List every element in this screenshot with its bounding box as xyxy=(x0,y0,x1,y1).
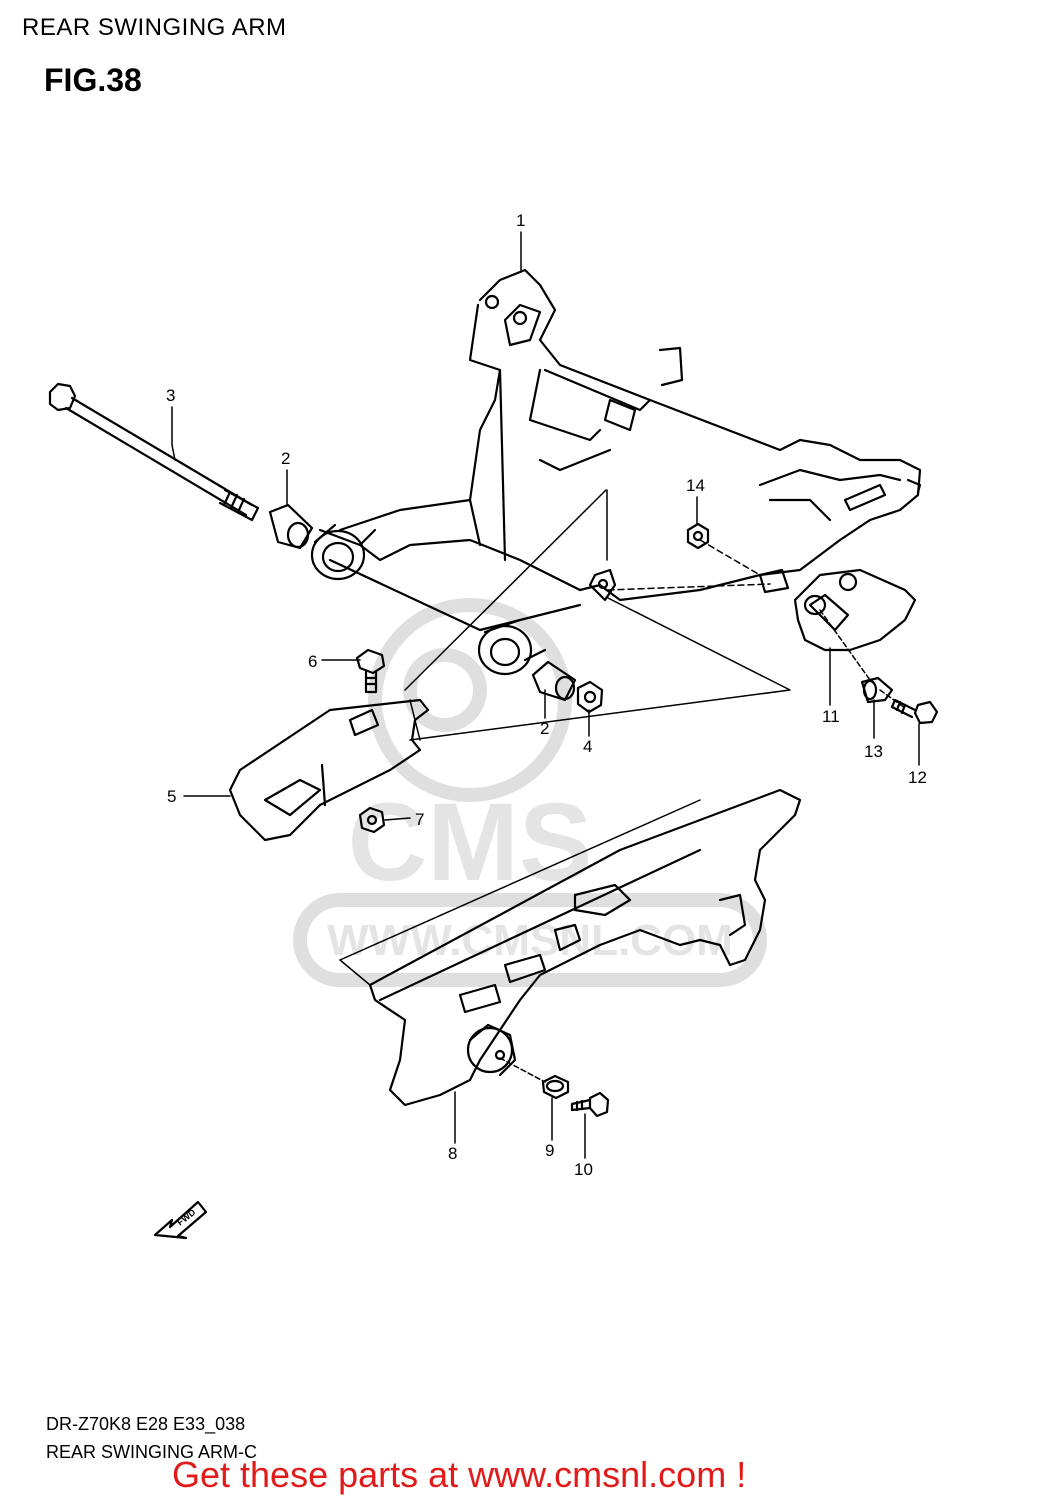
callout-3: 3 xyxy=(166,386,175,405)
model-code: DR-Z70K8 E28 E33_038 xyxy=(46,1414,246,1434)
chain-adjuster xyxy=(758,568,917,652)
fwd-arrow-icon xyxy=(153,1200,208,1240)
watermark-logo: CMS xyxy=(348,781,592,904)
chain-slider xyxy=(228,698,430,842)
leader-lines xyxy=(171,231,920,1159)
bolt xyxy=(890,698,939,725)
callout-9: 9 xyxy=(545,1141,554,1160)
callout-5: 5 xyxy=(167,787,176,806)
swing-arm xyxy=(318,268,922,632)
callout-2-lower: 2 xyxy=(540,719,549,738)
promo-link[interactable]: Get these parts at www.cmsnl.com ! xyxy=(172,1454,747,1495)
bolt xyxy=(355,648,386,694)
callout-2-upper: 2 xyxy=(281,449,290,468)
collar xyxy=(541,1074,570,1100)
callout-10: 10 xyxy=(574,1160,593,1179)
figure-number: FIG.38 xyxy=(44,62,142,98)
pivot-sleeve xyxy=(310,523,377,581)
chain-case xyxy=(368,788,802,1107)
page-title: REAR SWINGING ARM xyxy=(22,14,287,41)
rear-sleeve xyxy=(477,618,547,676)
callout-11: 11 xyxy=(822,707,840,726)
callouts: 1 2 3 14 6 2 4 11 13 12 5 7 8 9 10 xyxy=(166,211,927,1179)
bushing xyxy=(531,660,577,702)
figure-caption: REAR SWINGING ARM-C xyxy=(46,1442,258,1462)
callout-1: 1 xyxy=(516,211,525,230)
callout-6: 6 xyxy=(308,652,317,671)
callout-12: 12 xyxy=(908,768,927,787)
bolt xyxy=(570,1091,610,1118)
callout-14: 14 xyxy=(686,476,705,495)
spacer xyxy=(860,676,894,704)
callout-8: 8 xyxy=(448,1144,457,1163)
callout-7: 7 xyxy=(415,810,424,829)
chain-guide-mount xyxy=(588,568,617,602)
callout-4: 4 xyxy=(583,737,592,756)
nut xyxy=(686,522,710,550)
assembly-lines xyxy=(339,489,906,1083)
nut xyxy=(576,680,604,714)
pivot-shaft xyxy=(48,382,260,522)
callout-13: 13 xyxy=(864,742,883,761)
bushing xyxy=(268,503,314,550)
nut xyxy=(358,806,386,834)
